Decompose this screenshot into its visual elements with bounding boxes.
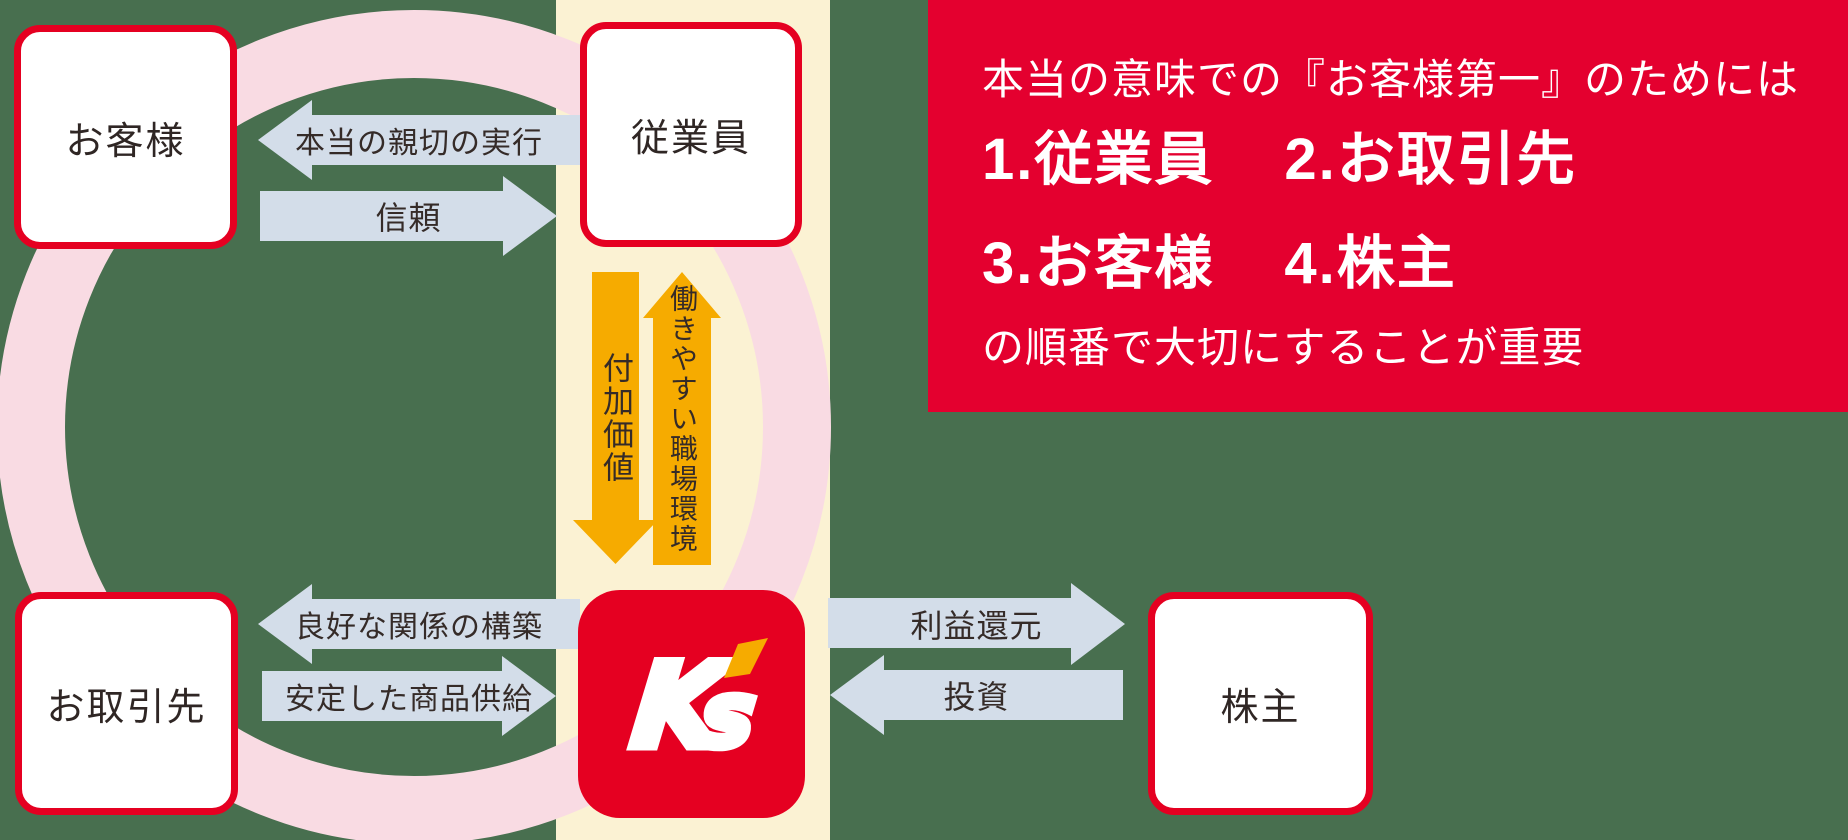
node-supplier-label: お取引先 (46, 687, 207, 729)
panel-footer: の順番で大切にすることが重要 (982, 324, 1585, 371)
ks-logo-apostrophe (724, 638, 768, 678)
rank-item-4: 4.株主 (1284, 231, 1457, 296)
priority-panel: 本当の意味での『お客様第一』のためには 1.従業員 2.お取引先 3.お客様 4… (928, 0, 1848, 412)
arrow-kindness-label: 本当の親切の実行 (295, 127, 543, 160)
arrow-relationship-label: 良好な関係の構築 (295, 611, 543, 644)
node-customer: お客様 (14, 25, 237, 249)
arrow-profit-label: 利益還元 (910, 608, 1043, 644)
arrow-workplace: 働きやすい職場環境 (643, 272, 721, 565)
node-shareholder-label: 株主 (1220, 687, 1301, 729)
panel-rank-row-1: 1.従業員 2.お取引先 (982, 112, 1577, 196)
arrow-trust-label: 信頼 (375, 200, 442, 236)
node-employee: 従業員 (580, 22, 802, 247)
node-employee-label: 従業員 (630, 118, 751, 160)
arrow-supply-label: 安定した商品供給 (285, 683, 533, 716)
ks-denki-logo: K s (578, 590, 805, 818)
node-shareholder: 株主 (1148, 592, 1373, 815)
rank-item-2: 2.お取引先 (1284, 127, 1577, 192)
ks-logo-letter-s: s (695, 663, 760, 768)
rank-item-1: 1.従業員 (982, 127, 1215, 192)
node-supplier: お取引先 (15, 592, 238, 815)
arrow-added-value-label: 付加価値 (598, 352, 633, 484)
arrow-investment-label: 投資 (943, 679, 1010, 715)
panel-heading: 本当の意味での『お客様第一』のためには (982, 56, 1800, 103)
rank-item-3: 3.お客様 (982, 231, 1215, 296)
arrow-workplace-label: 働きやすい職場環境 (667, 283, 698, 554)
node-customer-label: お客様 (65, 120, 186, 163)
panel-rank-row-2: 3.お客様 4.株主 (982, 216, 1457, 300)
